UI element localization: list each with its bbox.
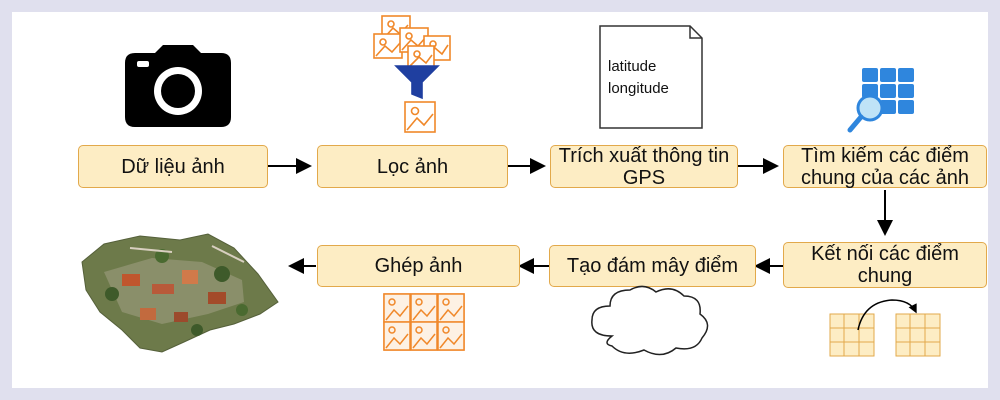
search-grid-icon (847, 68, 914, 133)
image-filter-icon (373, 15, 451, 133)
step-loc-anh: Lọc ảnh (317, 145, 508, 188)
step-label: Tìm kiếm các điểm chung của các ảnh (801, 144, 969, 189)
point-matching-icon (829, 299, 941, 357)
camera-icon (125, 45, 231, 127)
step-label: Lọc ảnh (376, 155, 449, 178)
step-label: Trích xuất thông tin GPS (558, 144, 730, 189)
3d-model-icon (81, 233, 279, 353)
document-line-latitude: latitude (608, 58, 657, 75)
step-du-lieu-anh: Dữ liệu ảnh (78, 145, 268, 188)
step-label: Kết nối các điểm chung (811, 243, 959, 287)
step-ket-noi: Kết nối các điểm chung (783, 242, 987, 288)
diagram-canvas: Dữ liệu ảnh Lọc ảnh Trích xuất thông tin… (12, 12, 988, 388)
step-tao-dam-may: Tạo đám mây điểm (549, 245, 756, 287)
document-text: latitude longitude (608, 56, 669, 100)
document-icon (599, 25, 703, 129)
connectors (268, 158, 893, 274)
image-mosaic-icon (383, 293, 465, 351)
step-trich-xuat: Trích xuất thông tin GPS (550, 144, 738, 189)
document-line-longitude: longitude (608, 80, 669, 97)
cloud-icon (591, 285, 709, 356)
step-label: Dữ liệu ảnh (121, 155, 225, 178)
icons-layer (81, 15, 941, 357)
step-label: Tạo đám mây điểm (566, 255, 739, 277)
step-ghep-anh: Ghép ảnh (317, 245, 520, 287)
step-label: Ghép ảnh (374, 255, 463, 277)
step-tim-kiem: Tìm kiếm các điểm chung của các ảnh (783, 144, 987, 189)
